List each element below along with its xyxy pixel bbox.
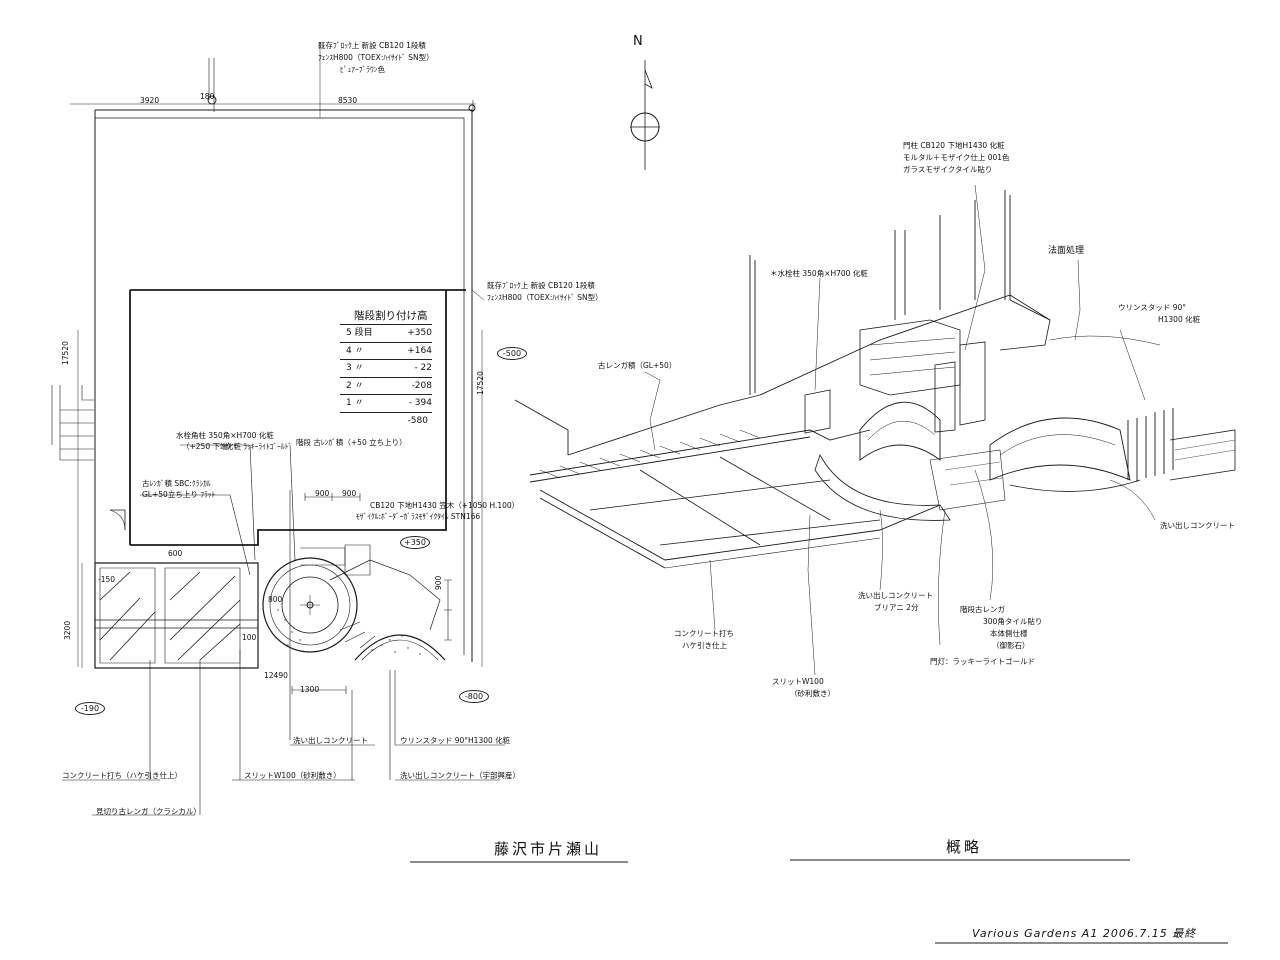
parking-slabs — [81, 562, 259, 669]
concrete-note-1: コンクリート打ち — [674, 629, 734, 638]
dim-right: 17520 — [476, 371, 485, 395]
wash-concrete-center-2: ブリアニ 2分 — [874, 603, 919, 612]
table-base: -580 — [407, 415, 428, 426]
wash-concrete-right: 洗い出しコンクリート — [1160, 521, 1235, 530]
dim-100: 100 — [242, 633, 257, 642]
faucet-note-3: 化粧 ﾗｯｷｰﾗｲﾄｺﾞｰﾙﾄﾞ — [226, 442, 293, 451]
dim-left: 17520 — [61, 341, 70, 365]
neighbor-stairs — [51, 385, 94, 461]
stairs-note-4: （御影石） — [992, 641, 1030, 650]
callout-concrete-broom: コンクリート打ち（ハケ引き仕上） — [62, 771, 182, 780]
plan-title: 藤沢市片瀬山 — [494, 840, 603, 858]
slit-note-1: スリットW100 — [772, 677, 824, 686]
stairs-note-1: 階段古レンガ — [960, 605, 1005, 614]
wurinstad-note-1: ウリンスタッド 90° — [1118, 303, 1187, 312]
perspective-sketch — [514, 184, 1236, 676]
dim-900a: 900 — [315, 489, 330, 498]
cb-note-2: ﾓｻﾞｲｸﾙ:ﾎﾞｰﾀﾞｰｶﾞﾗｽﾓｻﾞｲｸﾀｲﾙ STN166 — [356, 512, 481, 521]
concrete-note-2: ハケ引き仕上 — [682, 641, 727, 650]
faucet-note-1: 水栓角柱 350角×H700 化粧 — [176, 431, 274, 440]
callout-wash-concrete-2: 洗い出しコンクリート（宇部興産） — [400, 771, 520, 780]
gate-pillar-note-2: モルタル＋モザイク仕上 001色 — [903, 153, 1010, 162]
north-arrow — [630, 60, 660, 170]
wash-concrete-center-1: 洗い出しコンクリート — [858, 591, 933, 600]
callout-wurinstad: ウリンスタッド 90°H1300 化粧 — [400, 736, 511, 745]
stairs-note-3: 本体側仕様 — [990, 629, 1028, 638]
dim-900c: 900 — [434, 575, 443, 590]
level-marker-m500: -500 — [497, 347, 527, 360]
footer-signature: Various Gardens A1 2006.7.15 最終 — [972, 927, 1197, 940]
table-row: 1 〃- 394 — [340, 395, 432, 413]
cb-note-1: CB120 下地H1430 笠木（+1050 H.100） — [370, 501, 520, 510]
fence-top-note-2: ﾌｪﾝｽH800（TOEX:ﾊｲｻｲﾄﾞ SN型） — [318, 53, 434, 62]
property-boundary — [70, 42, 485, 667]
gate-lamp-note: 門灯：ラッキーライトゴールド — [930, 657, 1035, 666]
faucet-note-2: （+250 下端） — [182, 442, 235, 451]
dim-600: 600 — [168, 549, 183, 558]
slit-note-2: （砂利敷き） — [790, 689, 835, 698]
dim-12490: 12490 — [264, 671, 288, 680]
table-row: 5 段目+350 — [340, 325, 432, 343]
callout-slit: スリットW100（砂利敷き） — [244, 771, 341, 780]
table-row: 3 〃- 22 — [340, 360, 432, 378]
house-outline — [109, 289, 466, 546]
table-row: 2 〃-208 — [340, 378, 432, 395]
gate-pillar-note-1: 門柱 CB120 下地H1430 化粧 — [903, 141, 1005, 150]
gravel-stipple — [277, 609, 421, 655]
dim-3200: 3200 — [63, 620, 72, 640]
stairs-note-2: 300角タイル貼り — [983, 617, 1043, 626]
fence-top-note-1: 既存ﾌﾞﾛｯｸ上 新設 CB120 1段積 — [318, 41, 426, 50]
fence-right-note-2: ﾌｪﾝｽH800（TOEX:ﾊｲｻｲﾄﾞ SN型） — [487, 293, 603, 302]
north-label: N — [633, 34, 643, 49]
dim-800: 800 — [268, 595, 283, 604]
perspective-title: 概略 — [946, 838, 983, 856]
dim-top-gap: 180 — [200, 92, 215, 101]
round-beds — [262, 544, 446, 661]
callout-border-brick: 見切り古レンガ（クラシカル） — [96, 807, 201, 816]
step-height-table: 階段割り付け高 5 段目+350 4 〃+164 3 〃- 22 2 〃-208… — [340, 308, 432, 429]
dim-900b: 900 — [342, 489, 357, 498]
title-underlines — [410, 859, 1228, 944]
table-title: 階段割り付け高 — [340, 308, 432, 325]
brick-wall-note: 古レンガ積（GL+50） — [598, 361, 677, 370]
wurinstad-note-2: H1300 化粧 — [1158, 315, 1201, 324]
dim-top-left: 3920 — [140, 96, 160, 105]
table-row: 4 〃+164 — [340, 343, 432, 360]
brick-note-2: GL+50立ち上り ﾌﾗｯﾄ — [142, 490, 216, 499]
level-marker-m800: -800 — [459, 690, 489, 703]
step-note: 階段 古ﾚﾝｶﾞ積（+50 立ち上り） — [296, 438, 407, 447]
level-m150: -150 — [98, 575, 116, 584]
brick-note-1: 古ﾚﾝｶﾞ積 SBC:ｸﾗｼｶﾙ — [142, 479, 211, 488]
fence-top-note-3: ﾋﾟｭｱｰﾌﾞﾗｳﾝ色 — [340, 65, 385, 74]
dim-top-right: 8530 — [338, 96, 358, 105]
gate-pillar-note-3: ガラスモザイクタイル貼り — [903, 165, 993, 174]
fence-right-note-1: 既存ﾌﾞﾛｯｸ上 新設 CB120 1段積 — [487, 281, 595, 290]
level-marker-m190: -190 — [75, 702, 105, 715]
plan-dimensions — [62, 444, 505, 816]
slope-note: 法面処理 — [1048, 246, 1085, 256]
faucet-pillar-note: ＊水栓柱 350角×H700 化粧 — [770, 269, 868, 278]
dim-1300: 1300 — [300, 685, 320, 694]
level-marker-350: +350 — [400, 536, 430, 549]
callout-wash-concrete: 洗い出しコンクリート — [293, 736, 368, 745]
